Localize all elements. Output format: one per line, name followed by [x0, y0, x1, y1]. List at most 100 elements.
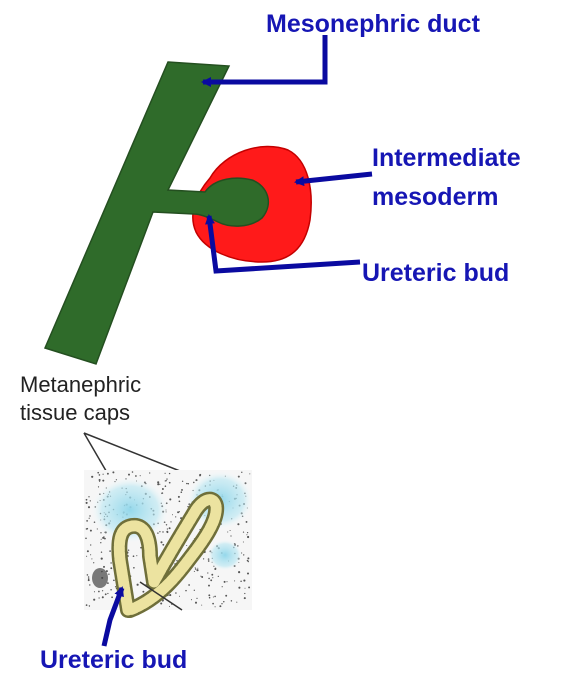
stipple-dot [87, 574, 89, 576]
stipple-dot [88, 579, 90, 581]
stipple-dot [88, 576, 90, 578]
stipple-dot [137, 584, 139, 586]
stipple-dot [236, 602, 237, 603]
stipple-dot [162, 488, 164, 490]
stipple-dot [99, 474, 101, 476]
stipple-dot [224, 581, 226, 583]
stipple-dot [210, 579, 212, 581]
stipple-dot [98, 591, 100, 593]
stipple-dot [172, 514, 173, 515]
stipple-dot [167, 531, 169, 533]
stipple-dot [93, 599, 95, 601]
stipple-dot [93, 562, 94, 563]
stipple-dot [208, 585, 210, 587]
stipple-dot [203, 558, 204, 559]
stipple-dot [102, 596, 104, 598]
stipple-dot [226, 581, 227, 582]
stipple-dot [133, 567, 135, 569]
stipple-dot [208, 594, 210, 596]
intermediate-mesoderm-label-line1: Intermediate [372, 144, 521, 172]
stipple-dot [201, 576, 203, 578]
stipple-dot [179, 500, 181, 502]
stipple-dot [102, 590, 103, 591]
stipple-dot [247, 536, 249, 538]
stipple-dot [169, 473, 170, 474]
stipple-dot [101, 552, 102, 553]
stipple-dot [214, 596, 216, 598]
stipple-dot [194, 571, 195, 572]
stipple-dot [142, 591, 144, 593]
stipple-dot [89, 515, 90, 516]
stipple-dot [243, 580, 245, 582]
stipple-dot [181, 489, 183, 491]
stipple-dot [218, 576, 219, 577]
stipple-dot [160, 602, 162, 604]
stipple-dot [179, 596, 180, 597]
mesonephric-duct-label: Mesonephric duct [266, 10, 481, 38]
stipple-dot [238, 587, 240, 589]
ureteric-bud-bottom-label: Ureteric bud [40, 646, 187, 674]
stipple-dot [211, 574, 213, 576]
stipple-dot [209, 597, 211, 599]
stipple-dot [169, 498, 171, 500]
stipple-dot [247, 557, 249, 559]
stipple-dot [175, 516, 176, 517]
stipple-dot [159, 484, 160, 485]
stipple-dot [179, 511, 180, 512]
stipple-dot [89, 584, 90, 585]
stipple-dot [157, 483, 159, 485]
stipple-dot [112, 471, 114, 473]
stipple-dot [241, 472, 242, 473]
stipple-dot [162, 544, 164, 546]
stipple-dot [97, 472, 99, 474]
stipple-dot [107, 582, 109, 584]
stipple-dot [246, 534, 247, 535]
stipple-dot [113, 579, 115, 581]
stipple-dot [89, 605, 90, 606]
stipple-dot [165, 480, 166, 481]
stipple-dot [225, 595, 227, 597]
stipple-dot [91, 558, 92, 559]
stipple-dot [181, 491, 183, 493]
stipple-dot [88, 496, 89, 497]
stipple-dot [110, 589, 112, 591]
stipple-dot [90, 544, 91, 545]
stipple-dot [243, 531, 244, 532]
stipple-dot [223, 601, 224, 602]
stipple-dot [221, 603, 222, 604]
ureteric-bud-top-label: Ureteric bud [362, 259, 509, 287]
stipple-dot [132, 471, 134, 473]
stipple-dot [105, 593, 107, 595]
stipple-dot [140, 475, 141, 476]
stipple-dot [227, 531, 228, 532]
stipple-dot [178, 496, 180, 498]
stipple-dot [86, 604, 88, 606]
stipple-dot [243, 541, 244, 542]
stipple-dot [169, 594, 171, 596]
stipple-dot [128, 550, 129, 551]
stipple-dot [247, 572, 249, 574]
stipple-dot [170, 521, 171, 522]
stipple-dot [98, 597, 99, 598]
stipple-dot [87, 550, 89, 552]
stipple-dot [195, 568, 197, 570]
stipple-dot [240, 580, 242, 582]
stipple-dot [201, 605, 202, 606]
stipple-dot [212, 603, 214, 605]
stipple-dot [162, 600, 163, 601]
stipple-dot [244, 593, 245, 594]
stipple-dot [165, 485, 167, 487]
stipple-dot [245, 588, 246, 589]
stipple-dot [244, 597, 246, 599]
stipple-dot [169, 527, 171, 529]
stipple-dot [90, 530, 92, 532]
stipple-dot [128, 474, 130, 476]
stipple-dot [102, 480, 104, 482]
stipple-dot [195, 567, 196, 568]
stipple-dot [101, 539, 102, 540]
stipple-dot [195, 602, 197, 604]
stipple-dot [136, 555, 137, 556]
stipple-dot [86, 528, 87, 529]
stipple-dot [186, 483, 187, 484]
stipple-dot [86, 502, 88, 504]
